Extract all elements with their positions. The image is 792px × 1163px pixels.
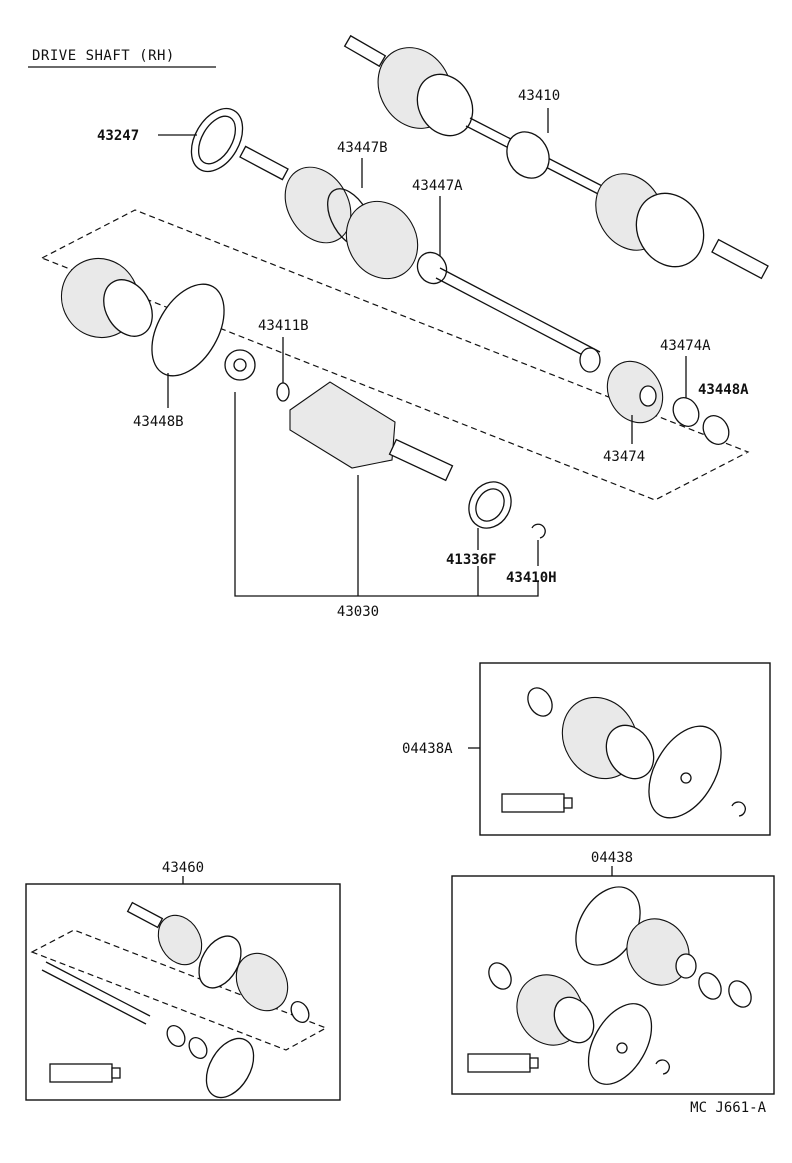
clamp-43448A[interactable] [698, 411, 734, 449]
kit-box-04438 [451, 875, 775, 1095]
label-43247: 43247 [97, 128, 139, 144]
bracket-43030 [234, 392, 539, 597]
label-43410: 43410 [518, 88, 560, 104]
drive-shaft-middle[interactable] [239, 145, 601, 373]
kit-43460-inner-outline [30, 929, 328, 1051]
label-43448B: 43448B [133, 414, 184, 430]
label-43448A: 43448A [698, 382, 749, 398]
label-04438A: 04438A [402, 741, 453, 757]
label-41336F: 41336F [446, 552, 497, 568]
label-43474A: 43474A [660, 338, 711, 354]
label-43447A: 43447A [412, 178, 463, 194]
damper-43474[interactable] [596, 351, 673, 432]
clip-43410H[interactable] [531, 523, 546, 539]
kit-43460-parts[interactable] [41, 901, 312, 1106]
boot-43448B[interactable] [47, 244, 239, 388]
tripod-joint[interactable] [224, 349, 290, 402]
ring-43247[interactable] [181, 100, 253, 181]
label-43411B: 43411B [258, 318, 309, 334]
label-43447B: 43447B [337, 140, 388, 156]
diagram-title: DRIVE SHAFT (RH) [32, 48, 175, 64]
drive-shaft-assembly-43410[interactable] [343, 34, 769, 280]
label-04438: 04438 [591, 850, 633, 866]
label-43030: 43030 [337, 604, 379, 620]
clamp-43474A[interactable] [668, 393, 704, 431]
footer-code: MC J661-A [690, 1100, 766, 1116]
label-43460: 43460 [162, 860, 204, 876]
inner-joint-group-outline [40, 209, 750, 501]
kit-04438-parts[interactable] [467, 876, 756, 1095]
ring-41336F[interactable] [461, 474, 520, 536]
inner-joint-housing[interactable] [289, 381, 454, 482]
label-43410H: 43410H [506, 570, 557, 586]
kit-04438A-parts[interactable] [501, 684, 746, 831]
kit-box-04438A [479, 662, 771, 836]
label-43474: 43474 [603, 449, 645, 465]
